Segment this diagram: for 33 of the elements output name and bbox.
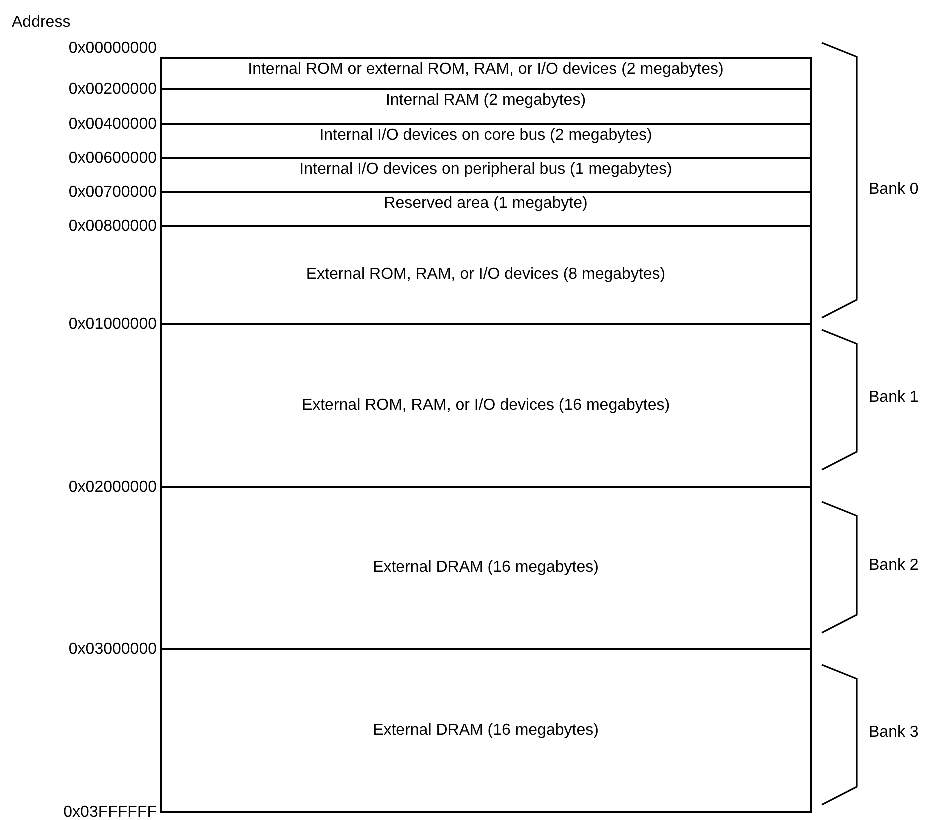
address-label: 0x01000000 (68, 316, 157, 334)
address-label: 0x00400000 (68, 116, 157, 134)
region-label: Internal ROM or external ROM, RAM, or I/O devices (2 megabytes) (248, 61, 724, 79)
address-label: 0x03000000 (68, 641, 157, 659)
memory-region (160, 125, 812, 159)
memory-region (160, 90, 812, 125)
address-label: 0x00000000 (68, 40, 157, 58)
memory-region (160, 325, 812, 488)
region-label: External ROM, RAM, or I/O devices (16 megabytes) (302, 396, 670, 414)
address-label: 0x00800000 (68, 218, 157, 236)
memory-region (160, 488, 812, 650)
address-label: 0x00600000 (68, 150, 157, 168)
address-label: 0x00200000 (68, 81, 157, 99)
region-label: External DRAM (16 megabytes) (373, 722, 599, 740)
memory-region (160, 57, 812, 90)
memory-region (160, 193, 812, 227)
bank-label: Bank 2 (869, 557, 919, 575)
region-label: Internal I/O devices on core bus (2 megabytes) (320, 127, 652, 145)
region-label: Internal RAM (2 megabytes) (386, 92, 586, 110)
bank-label: Bank 1 (869, 389, 919, 407)
memory-region (160, 227, 812, 325)
memory-region (160, 159, 812, 193)
bank-label: Bank 0 (869, 181, 919, 199)
address-label: 0x00700000 (68, 184, 157, 202)
region-label: Reserved area (1 megabyte) (384, 195, 588, 213)
address-label: 0x02000000 (68, 479, 157, 497)
region-label: External ROM, RAM, or I/O devices (8 megabytes) (306, 266, 666, 284)
axis-title: Address (12, 14, 71, 32)
region-label: Internal I/O devices on peripheral bus (1 megabytes) (300, 161, 672, 179)
memory-region (160, 650, 812, 813)
address-label: 0x03FFFFFF (64, 804, 157, 820)
region-label: External DRAM (16 megabytes) (373, 559, 599, 577)
bank-label: Bank 3 (869, 724, 919, 742)
